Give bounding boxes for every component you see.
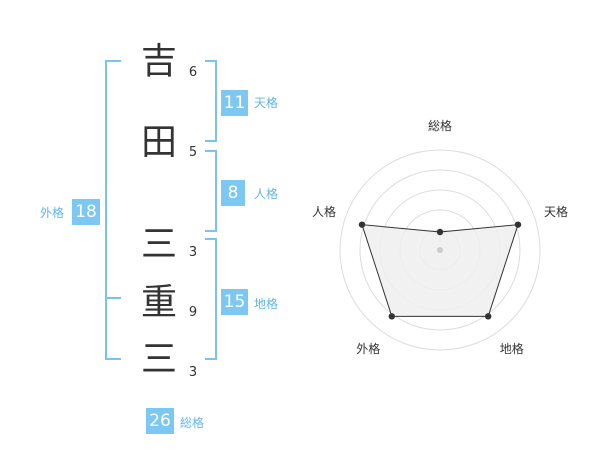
radar-ring-2: [359, 169, 521, 331]
gaikaku-label: 外格: [40, 206, 65, 220]
gaikaku-bracket: [105, 60, 121, 360]
radar-axis-label-jinkaku: 人格: [311, 205, 336, 220]
surname-char-1: 吉: [140, 41, 177, 82]
jinkaku-bracket: [205, 150, 217, 232]
radar-point-2: [514, 221, 522, 228]
tenkaku-bracket: [205, 60, 217, 142]
jinkaku-label: 人格: [254, 187, 279, 201]
radar-axis-label-soukaku: 総格: [427, 119, 452, 133]
radar-point-1: [436, 228, 444, 236]
tenkaku-label: 天格: [254, 96, 279, 110]
given-char-3: 三: [140, 339, 177, 380]
tenkaku-score: 11: [221, 90, 248, 116]
chikaku-score: 15: [221, 289, 248, 315]
surname-char-2: 田: [140, 122, 177, 163]
given-char-2-strokes: 9: [188, 305, 198, 320]
soukaku-score: 26: [146, 408, 174, 434]
radar-axis-label-gaikaku: 外格: [356, 341, 381, 356]
given-char-1: 三: [140, 224, 177, 265]
chikaku-label: 地格: [254, 297, 279, 311]
gaikaku-score: 18: [72, 199, 100, 225]
radar-axis-label-tenkaku: 天格: [544, 205, 569, 220]
given-char-3-strokes: 3: [188, 365, 198, 380]
surname-char-1-strokes: 6: [188, 65, 198, 80]
radar-ring-1: [339, 149, 541, 351]
chikaku-bracket: [205, 238, 217, 360]
radar-center-dot: [437, 247, 443, 253]
soukaku-label: 総格: [180, 416, 205, 430]
radar-point-4: [388, 313, 396, 320]
radar-point-3: [484, 313, 492, 320]
radar-axis-label-chikaku: 地格: [499, 341, 524, 356]
radar-shape: [361, 224, 519, 317]
given-char-1-strokes: 3: [188, 245, 198, 260]
surname-char-2-strokes: 5: [188, 145, 198, 160]
radar-point-5: [358, 221, 366, 228]
jinkaku-score: 8: [221, 180, 245, 206]
gaikaku-split-tick: [105, 297, 121, 299]
given-char-2: 重: [140, 282, 177, 323]
